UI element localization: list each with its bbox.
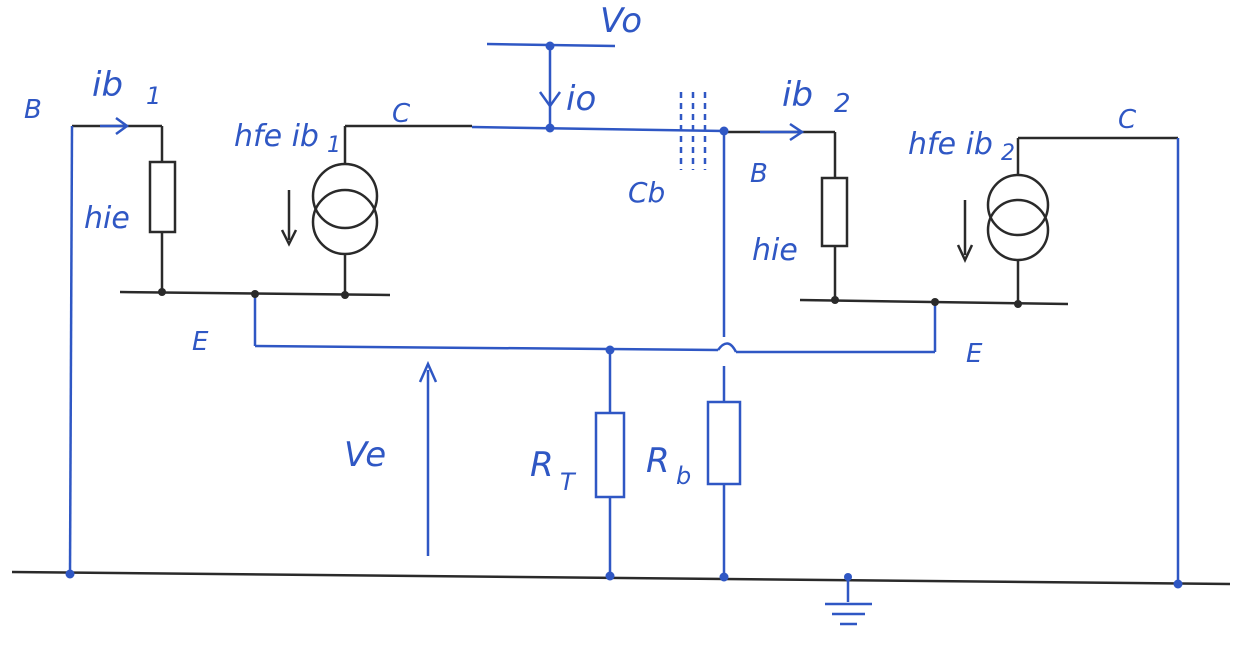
- junction-dots: [65, 41, 1183, 589]
- label-base-left: B: [24, 95, 42, 125]
- label-ib1: ib: [92, 65, 123, 105]
- label-hie-left: hie: [84, 201, 130, 236]
- label-ib2-sub: 2: [834, 89, 851, 119]
- capacitor-cb-dashed: [679, 92, 707, 170]
- label-io: io: [566, 79, 596, 119]
- label-ve: Ve: [344, 435, 386, 475]
- ground-symbol-icon: [825, 578, 872, 626]
- ground-node-dot: [844, 573, 852, 581]
- label-hie-right: hie: [752, 233, 798, 268]
- label-rt: R: [530, 445, 554, 485]
- label-emitter-left: E: [192, 327, 209, 357]
- label-base-right: B: [750, 159, 768, 189]
- label-collector-left: C: [392, 99, 411, 129]
- label-hfe-left: hfe ib: [234, 119, 319, 154]
- label-hfe-right: hfe ib: [908, 127, 993, 162]
- label-ib1-sub: 1: [146, 82, 161, 110]
- label-rb: R: [646, 441, 670, 481]
- ground-rail: [11, 570, 1231, 586]
- label-collector-right: C: [1118, 105, 1137, 135]
- label-vo: Vo: [600, 1, 642, 41]
- label-cb: Cb: [628, 176, 665, 209]
- label-hfe-right-sub: 2: [1001, 141, 1015, 166]
- label-hfe-left-sub: 1: [327, 133, 341, 158]
- label-ib2: ib: [782, 75, 813, 115]
- label-emitter-right: E: [966, 339, 983, 369]
- blue-wiring: [68, 42, 1180, 584]
- label-rb-sub: b: [676, 462, 691, 490]
- label-rt-sub: T: [560, 468, 577, 496]
